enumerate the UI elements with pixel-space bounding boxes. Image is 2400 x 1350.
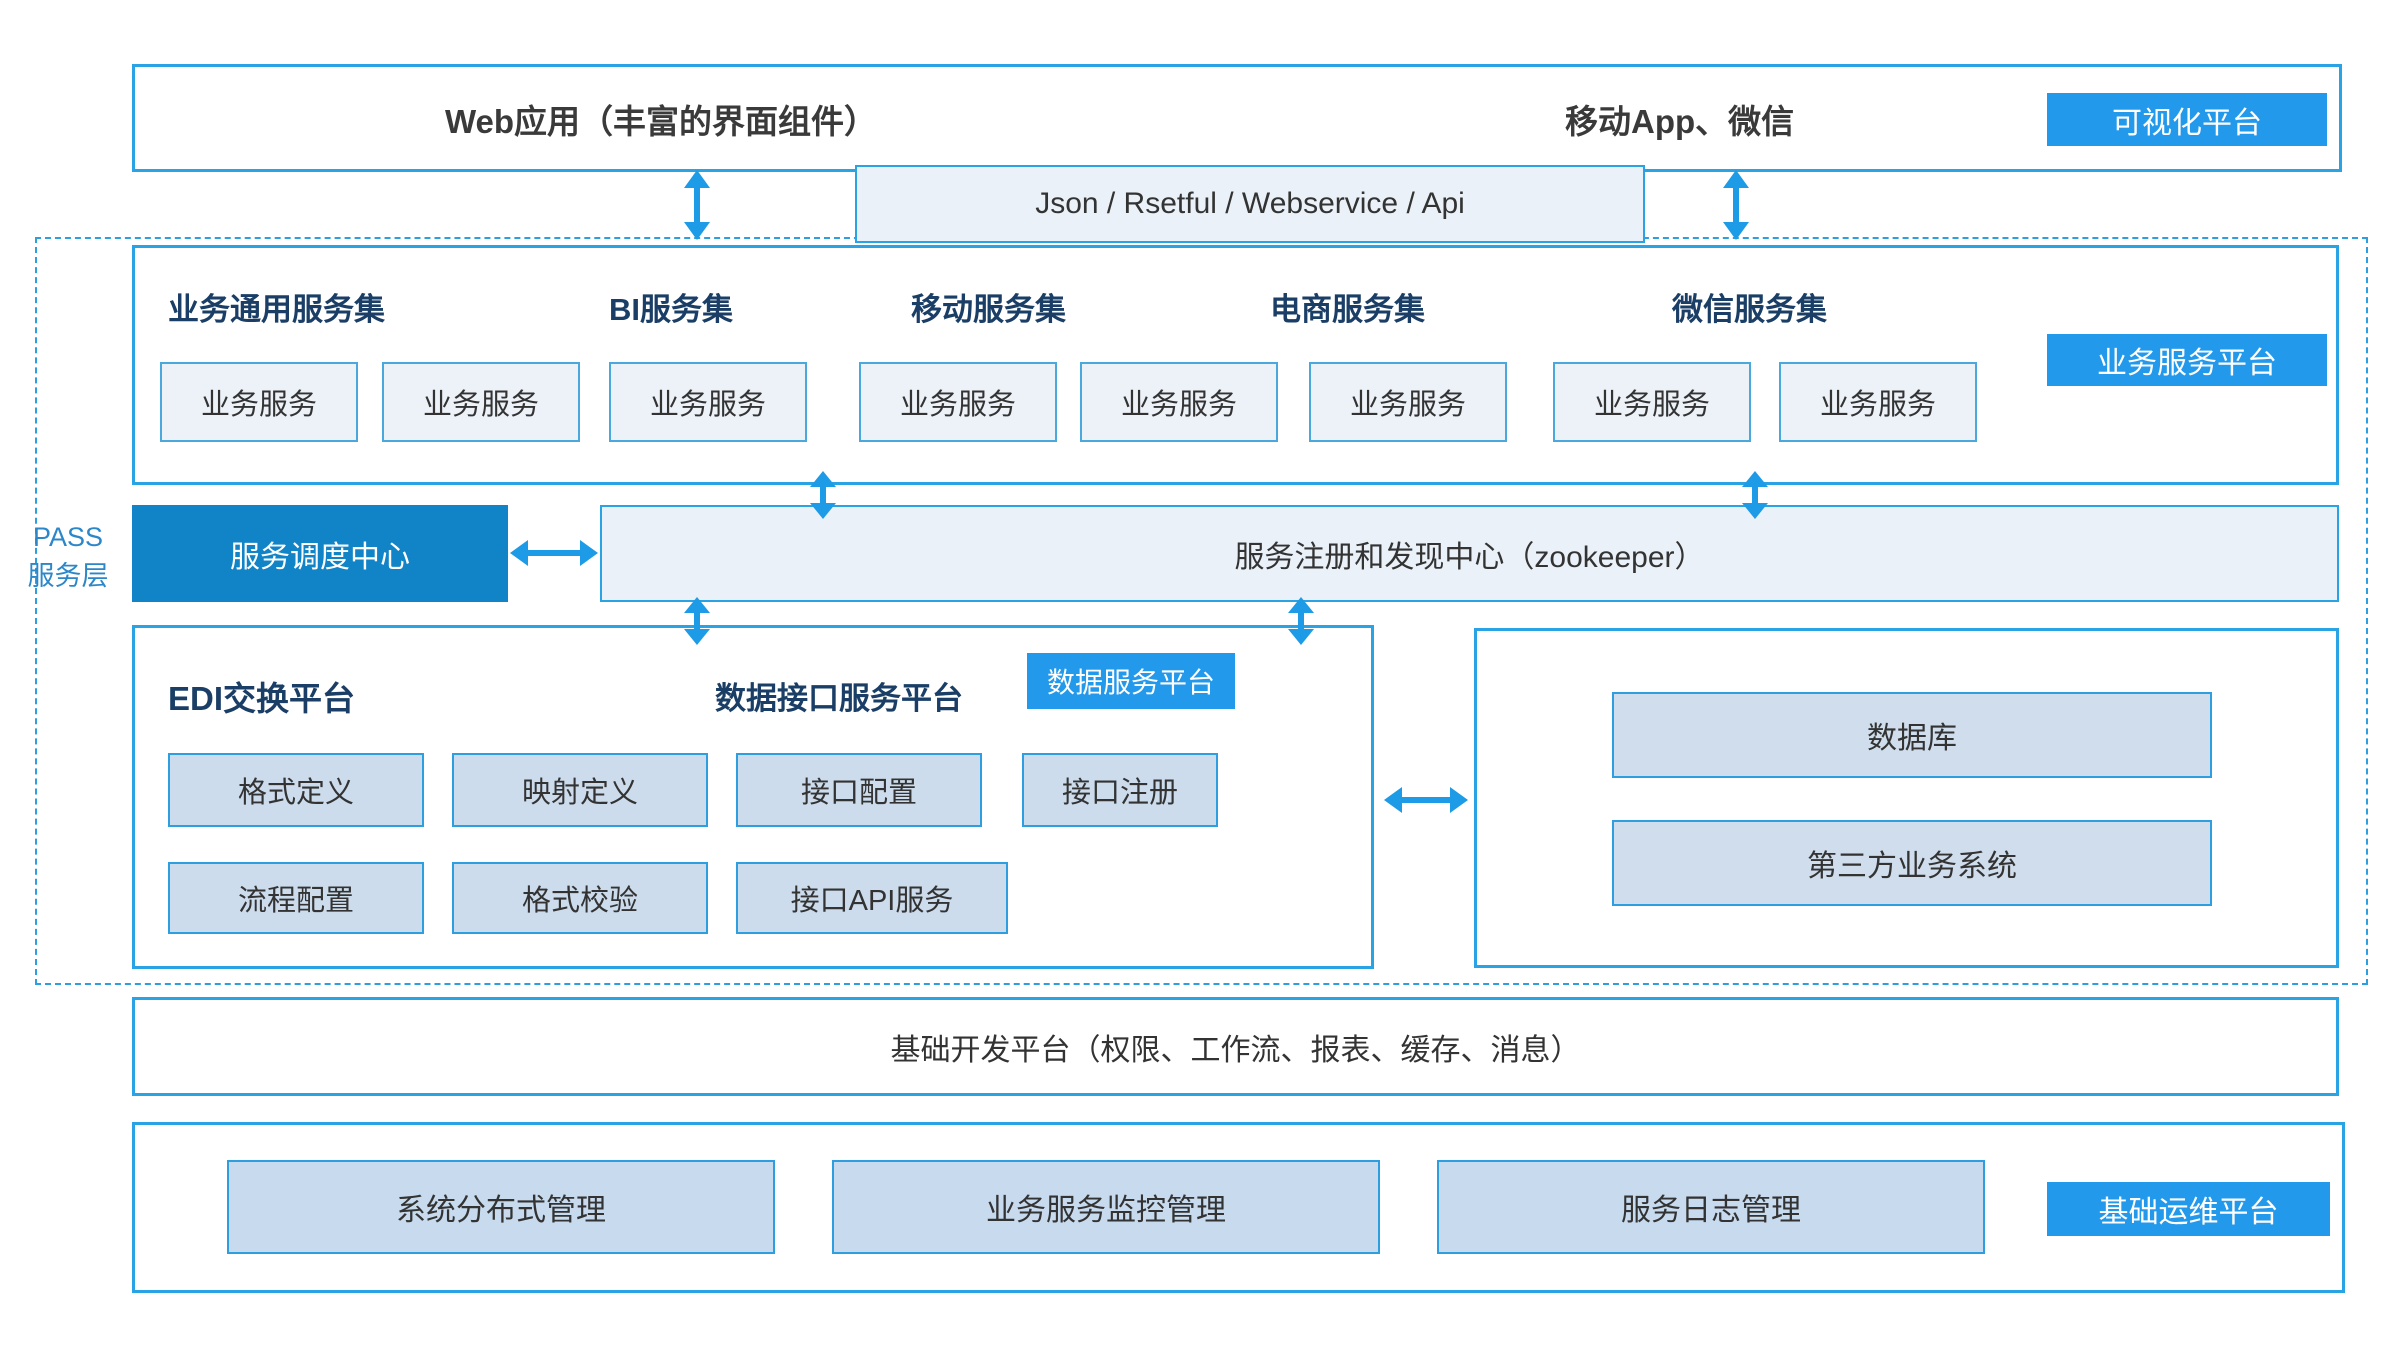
interface-register-box: 接口注册 xyxy=(1022,753,1218,827)
pass-layer-label-line2: 服务层 xyxy=(27,561,109,592)
pass-layer-label: PASS 服务层 xyxy=(12,518,124,596)
format-definition-box: 格式定义 xyxy=(168,753,424,827)
base-ops-platform-badge: 基础运维平台 xyxy=(2047,1182,2330,1236)
arrow-registry-data-left xyxy=(684,597,710,645)
service-box-label: 业务服务 xyxy=(1593,389,1710,421)
service-box-label: 业务服务 xyxy=(1120,389,1237,421)
format-definition-label: 格式定义 xyxy=(237,777,354,809)
api-bar-label: Json / Rsetful / Webservice / Api xyxy=(1035,187,1465,220)
interface-api-service-label: 接口API服务 xyxy=(790,885,954,917)
web-app-label: Web应用（丰富的界面组件） xyxy=(445,103,878,140)
group-title-ecommerce: 电商服务集 xyxy=(1270,292,1425,327)
format-validation-box: 格式校验 xyxy=(452,862,708,934)
pass-layer-label-line1: PASS xyxy=(32,522,104,552)
arrow-client-api-right xyxy=(1723,170,1749,240)
service-log-label: 服务日志管理 xyxy=(1621,1194,1801,1227)
service-log-box: 服务日志管理 xyxy=(1437,1160,1985,1254)
mapping-definition-label: 映射定义 xyxy=(521,777,638,809)
group-title-bi: BI服务集 xyxy=(609,292,733,327)
service-box-label: 业务服务 xyxy=(649,389,766,421)
process-config-box: 流程配置 xyxy=(168,862,424,934)
service-box-1: 业务服务 xyxy=(160,362,358,442)
third-party-system-box: 第三方业务系统 xyxy=(1612,820,2212,906)
service-box-4: 业务服务 xyxy=(859,362,1057,442)
arrow-platform-registry-left xyxy=(810,471,836,519)
interface-config-box: 接口配置 xyxy=(736,753,982,827)
service-box-label: 业务服务 xyxy=(899,389,1016,421)
arrow-client-api-left xyxy=(684,170,710,240)
service-dispatch-center-label: 服务调度中心 xyxy=(230,540,410,574)
mobile-app-label: 移动App、微信 xyxy=(1565,103,1795,140)
service-box-label: 业务服务 xyxy=(200,389,317,421)
visualization-platform-badge: 可视化平台 xyxy=(2047,93,2327,146)
data-service-platform-badge: 数据服务平台 xyxy=(1027,653,1235,709)
group-title-common: 业务通用服务集 xyxy=(168,292,385,327)
third-party-system-label: 第三方业务系统 xyxy=(1807,850,2017,883)
external-systems-box xyxy=(1474,628,2339,968)
registry-center-label: 服务注册和发现中心（zookeeper） xyxy=(1234,540,1705,574)
interface-config-label: 接口配置 xyxy=(800,777,917,809)
service-box-3: 业务服务 xyxy=(609,362,807,442)
base-dev-platform-label: 基础开发平台（权限、工作流、报表、缓存、消息） xyxy=(890,1033,1581,1067)
service-box-label: 业务服务 xyxy=(422,389,539,421)
registry-center-box: 服务注册和发现中心（zookeeper） xyxy=(600,505,2339,602)
service-box-7: 业务服务 xyxy=(1553,362,1751,442)
service-monitor-label: 业务服务监控管理 xyxy=(986,1194,1226,1227)
process-config-label: 流程配置 xyxy=(237,885,354,917)
service-box-6: 业务服务 xyxy=(1309,362,1507,442)
distributed-management-box: 系统分布式管理 xyxy=(227,1160,775,1254)
arrow-data-external xyxy=(1384,787,1468,813)
group-title-mobile: 移动服务集 xyxy=(911,292,1066,327)
service-box-5: 业务服务 xyxy=(1080,362,1278,442)
database-box: 数据库 xyxy=(1612,692,2212,778)
service-box-label: 业务服务 xyxy=(1349,389,1466,421)
distributed-management-label: 系统分布式管理 xyxy=(396,1194,606,1227)
arrow-registry-data-right xyxy=(1288,597,1314,645)
database-label: 数据库 xyxy=(1867,722,1957,755)
interface-register-label: 接口注册 xyxy=(1061,777,1178,809)
business-service-platform-badge: 业务服务平台 xyxy=(2047,334,2327,386)
arrow-dispatch-registry xyxy=(510,540,598,566)
data-interface-platform-title: 数据接口服务平台 xyxy=(715,681,963,716)
format-validation-label: 格式校验 xyxy=(521,885,638,917)
service-box-8: 业务服务 xyxy=(1779,362,1977,442)
service-monitor-box: 业务服务监控管理 xyxy=(832,1160,1380,1254)
service-box-2: 业务服务 xyxy=(382,362,580,442)
arrow-platform-registry-right xyxy=(1742,471,1768,519)
service-box-label: 业务服务 xyxy=(1819,389,1936,421)
edi-platform-title: EDI交换平台 xyxy=(168,680,356,717)
mapping-definition-box: 映射定义 xyxy=(452,753,708,827)
group-title-wechat: 微信服务集 xyxy=(1672,292,1827,327)
api-bar: Json / Rsetful / Webservice / Api xyxy=(855,165,1645,243)
interface-api-service-box: 接口API服务 xyxy=(736,862,1008,934)
service-dispatch-center-box: 服务调度中心 xyxy=(132,505,508,602)
base-dev-platform-box: 基础开发平台（权限、工作流、报表、缓存、消息） xyxy=(132,997,2339,1096)
